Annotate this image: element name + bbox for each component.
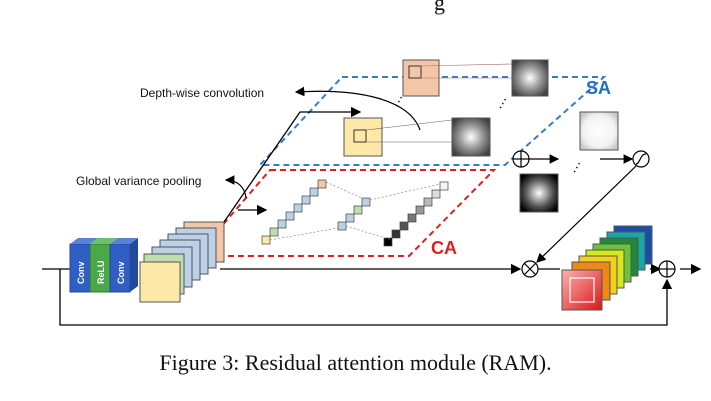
ca-channel-vector-2	[337, 197, 371, 231]
gvp-label: Global variance pooling	[76, 174, 201, 188]
sa-dots-left: …	[385, 89, 406, 109]
depthwise-conv-arrow	[294, 86, 421, 131]
residual-add-node	[658, 260, 676, 278]
gvp-arrow	[224, 175, 247, 199]
ca-label: CA	[431, 238, 457, 258]
attention-map-white	[579, 111, 619, 151]
conv1-label: Conv	[76, 262, 86, 285]
sa-dots-right: …	[489, 91, 510, 111]
sa-label: SA	[586, 78, 611, 98]
relu-label: ReLU	[96, 260, 106, 284]
ca-connections	[269, 181, 441, 241]
sigmoid-to-multiply-line	[536, 165, 637, 263]
feature-map-stack	[139, 221, 225, 303]
feature-to-sa-line	[223, 106, 362, 223]
figure-caption: Figure 3: Residual attention module (RAM…	[159, 350, 552, 375]
multiply-node	[521, 260, 539, 278]
ca-channel-vector-3	[383, 181, 449, 247]
sa-depthwise-top	[402, 59, 549, 97]
attention-map-black	[519, 173, 559, 213]
skip-connection	[59, 269, 673, 326]
conv2-label: Conv	[116, 262, 126, 285]
sigmoid-node	[632, 150, 650, 168]
output-feature-stack	[561, 225, 653, 311]
maps-dots: …	[563, 155, 584, 175]
conv-relu-conv-block: Conv ReLU Conv	[69, 238, 138, 293]
sa-depthwise-bottom	[343, 117, 491, 157]
sum-node	[512, 150, 530, 168]
caption-top-fragment: g	[434, 0, 445, 15]
depthwise-conv-label: Depth-wise convolution	[140, 86, 264, 100]
ca-channel-vector-1	[261, 179, 327, 245]
